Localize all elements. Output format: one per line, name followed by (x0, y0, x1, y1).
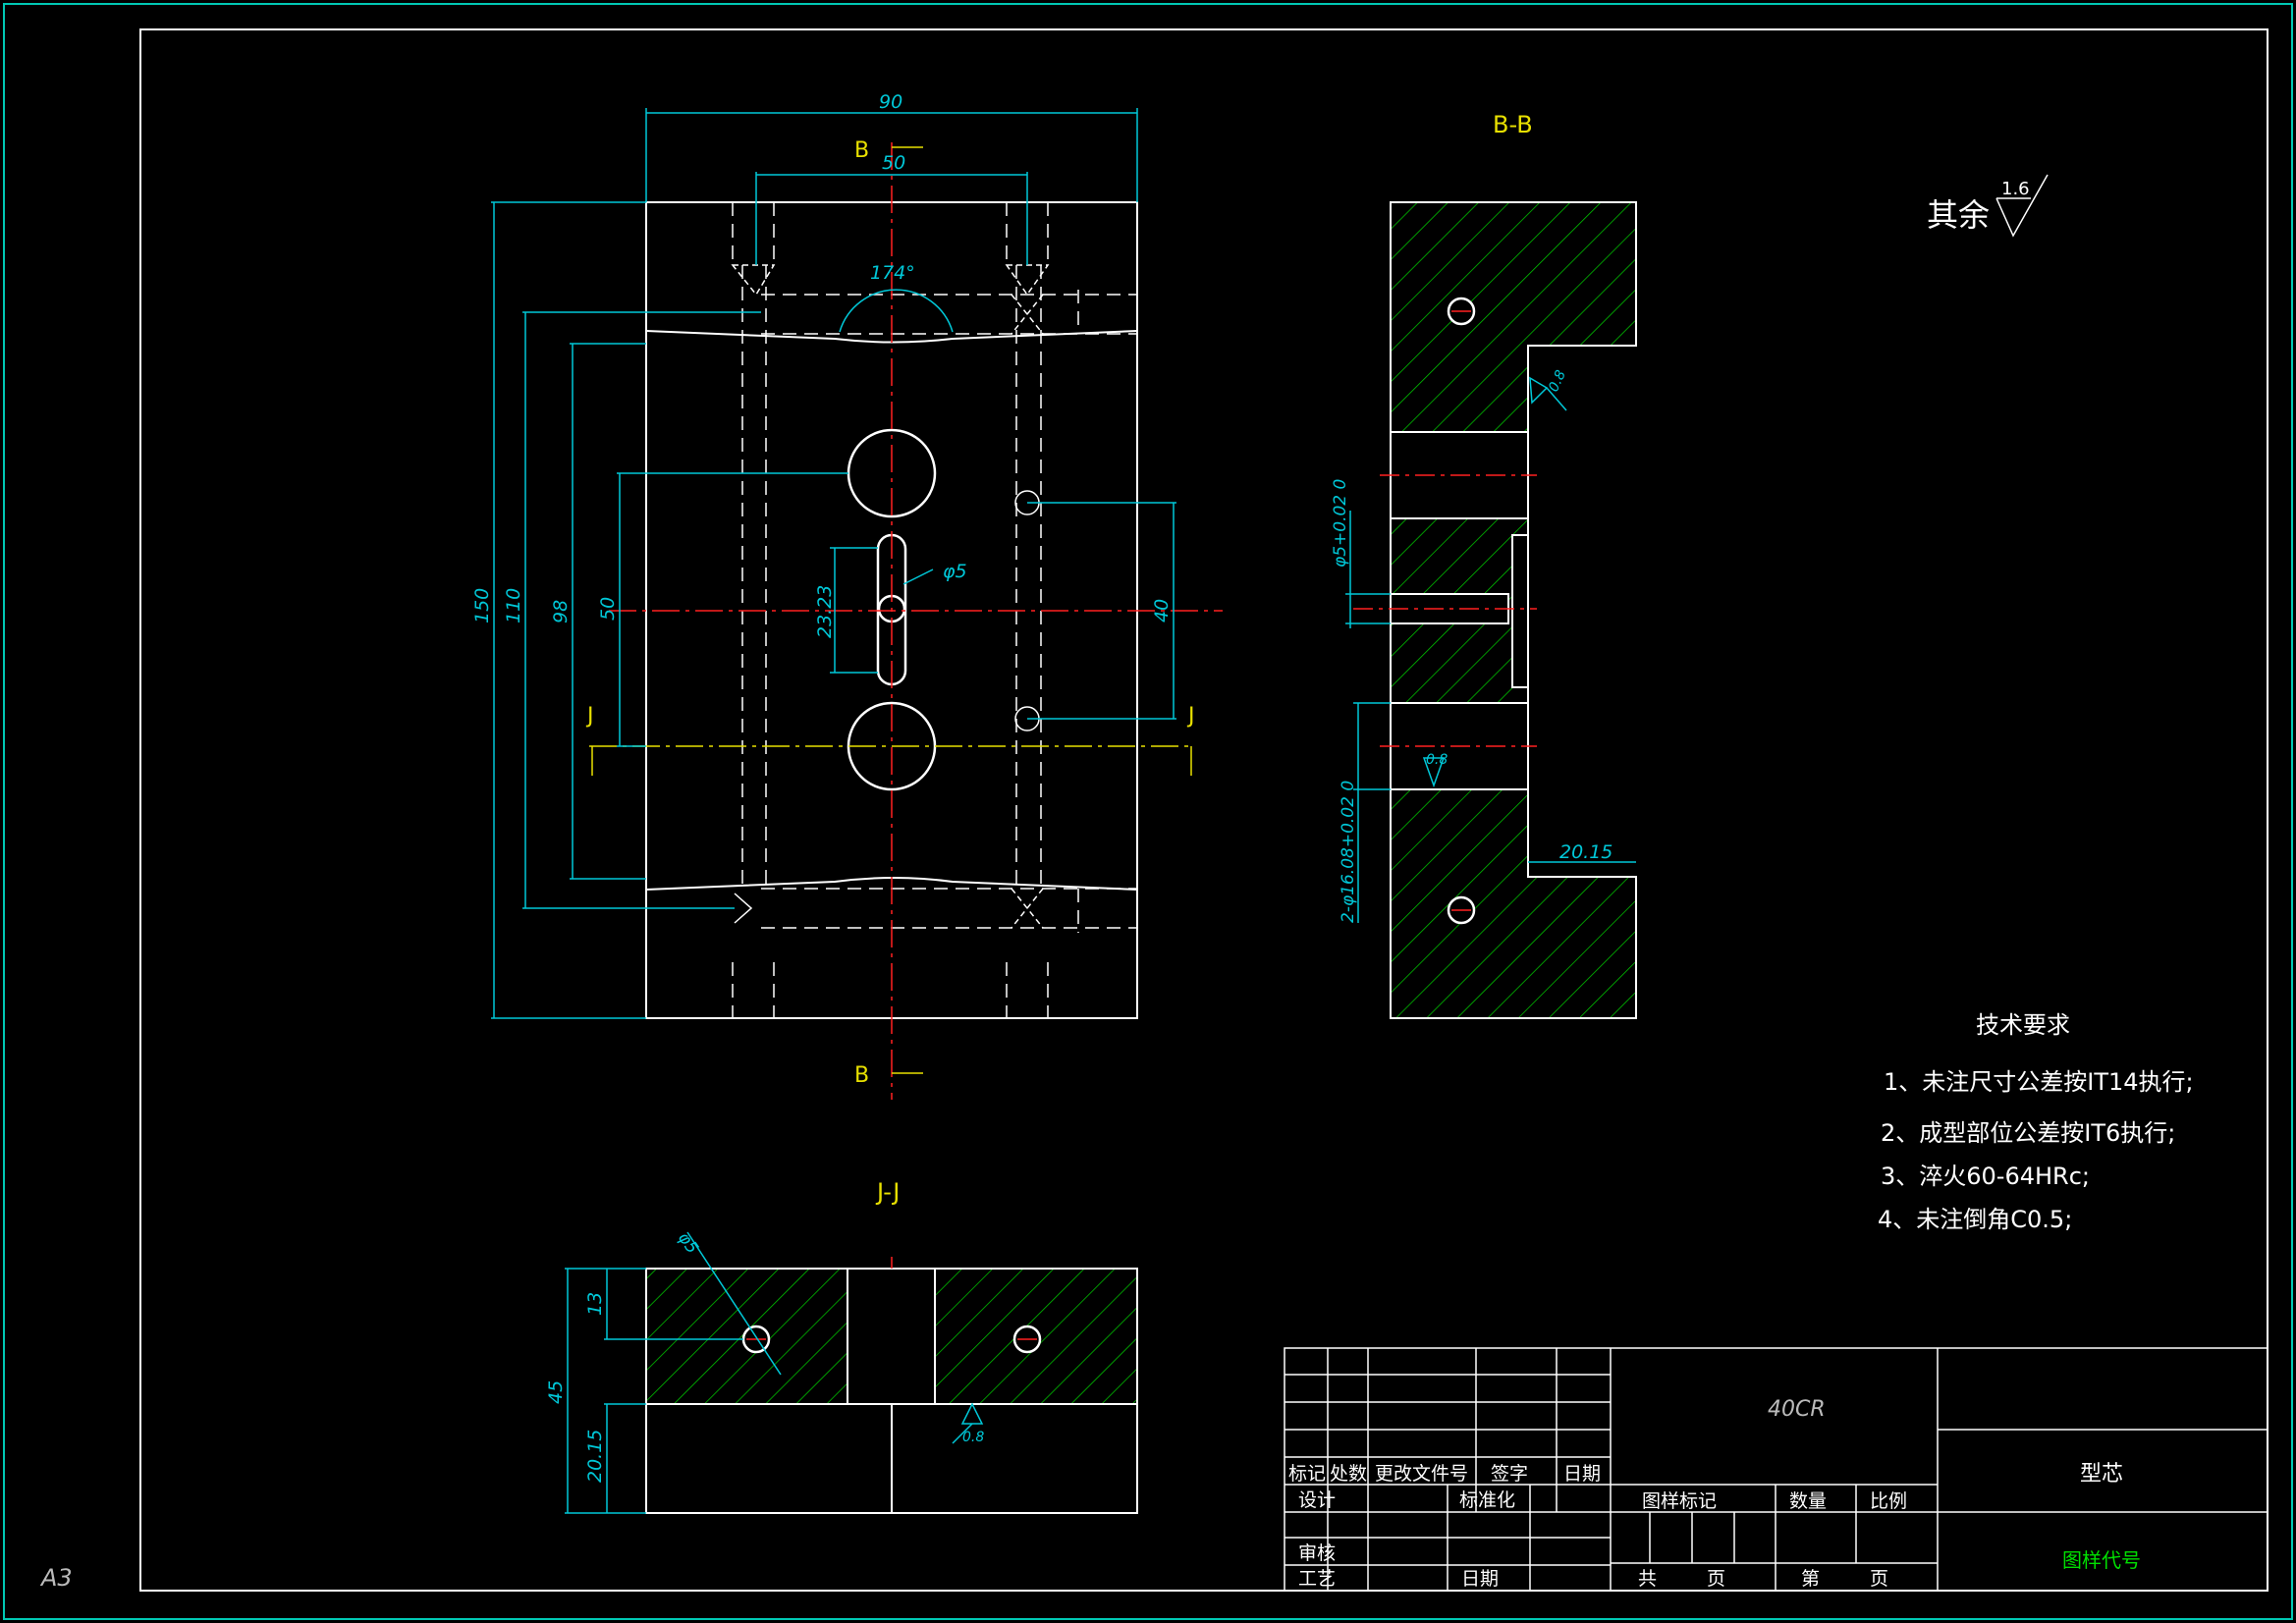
tb-rev-date: 日期 (1563, 1463, 1601, 1485)
dim-20-15-right: 20.15 (1559, 841, 1613, 863)
roughness-0-8-b: 0.8 (1426, 752, 1448, 768)
section-label-jj: J-J (875, 1178, 900, 1206)
tb-check: 审核 (1298, 1542, 1336, 1564)
tech-item-3: 3、淬火60-64HRc; (1881, 1163, 2090, 1190)
cut-marker-b-bottom: B (854, 1063, 869, 1088)
tb-rev-mark: 标记 (1288, 1463, 1326, 1485)
section-label-bb: B-B (1493, 111, 1533, 138)
roughness-rest-label: 其余 (1927, 196, 1990, 234)
dim-110: 110 (503, 588, 524, 623)
tb-page2: 页 (1870, 1568, 1888, 1590)
front-dimension-lines (491, 108, 1176, 1019)
dim-23-23: 23.23 (814, 585, 836, 638)
tb-rev-count: 处数 (1330, 1463, 1367, 1485)
tb-scale: 比例 (1870, 1490, 1907, 1512)
dim-20-15-bottom: 20.15 (584, 1430, 606, 1483)
hidden-lines (732, 202, 1137, 1018)
outer-frame (3, 3, 2293, 1620)
roughness-rest: 其余 1.6 (1927, 174, 2049, 238)
dim-2-phi16: 2-φ16.08+0.02 0 (1339, 781, 1358, 923)
tb-rev-docno: 更改文件号 (1375, 1463, 1468, 1485)
tb-design: 设计 (1298, 1489, 1336, 1511)
bottom-profile (645, 877, 1138, 891)
tech-item-2: 2、成型部位公差按IT6执行; (1881, 1119, 2175, 1147)
front-view: B B J J (585, 138, 1223, 1100)
dim-50-vertical: 50 (597, 597, 619, 621)
dim-phi5-jj: φ5 (674, 1228, 702, 1258)
tb-part-name: 型芯 (2080, 1462, 2123, 1487)
section-bb: B-B φ5+0.02 0 2-φ16.08+0.02 0 20.15 0.8 (1331, 111, 1637, 1019)
tech-requirements: 技术要求 1、未注尺寸公差按IT14执行; 2、成型部位公差按IT6执行; 3、… (1878, 1011, 2194, 1233)
tech-title: 技术要求 (1976, 1011, 2070, 1039)
cut-marker-j-right: J (1186, 704, 1195, 729)
cut-marker-b-top: B (854, 138, 869, 163)
tb-standardization: 标准化 (1459, 1489, 1515, 1511)
top-profile (645, 330, 1138, 344)
dim-45: 45 (545, 1380, 567, 1404)
tech-item-1: 1、未注尺寸公差按IT14执行; (1884, 1068, 2194, 1096)
dim-90: 90 (879, 91, 902, 113)
tb-drawing-code: 图样代号 (2062, 1548, 2141, 1572)
dim-phi5-tol: φ5+0.02 0 (1331, 479, 1350, 568)
dim-13: 13 (584, 1292, 606, 1316)
dim-150: 150 (471, 588, 493, 623)
roughness-0-8-c: 0.8 (962, 1430, 984, 1445)
tech-item-4: 4、未注倒角C0.5; (1878, 1206, 2072, 1233)
roughness-rest-value: 1.6 (2001, 179, 2030, 199)
tb-total: 共 (1638, 1568, 1657, 1590)
tb-rev-sign: 签字 (1491, 1463, 1528, 1485)
roughness-0-8-a: 0.8 (1546, 368, 1569, 395)
sheet-size-label: A3 (39, 1564, 73, 1592)
tb-date: 日期 (1461, 1568, 1499, 1590)
dim-98: 98 (550, 600, 572, 623)
inner-frame (139, 28, 2269, 1592)
section-jj: J-J φ5 13 45 20.15 0.8 (545, 1178, 1138, 1514)
dim-174-angle: 174° (870, 262, 915, 284)
tb-drawing-mark: 图样标记 (1642, 1490, 1717, 1512)
tb-quantity: 数量 (1789, 1490, 1827, 1512)
tb-material: 40CR (1768, 1397, 1826, 1422)
title-block (1284, 1347, 2269, 1592)
cut-marker-j-left: J (585, 704, 594, 729)
tb-sheet-no: 第 (1801, 1568, 1820, 1590)
dim-40: 40 (1151, 599, 1173, 622)
tb-process: 工艺 (1298, 1568, 1336, 1590)
dim-phi5: φ5 (943, 561, 967, 582)
tb-page: 页 (1707, 1568, 1725, 1590)
dim-50-top: 50 (882, 152, 905, 174)
